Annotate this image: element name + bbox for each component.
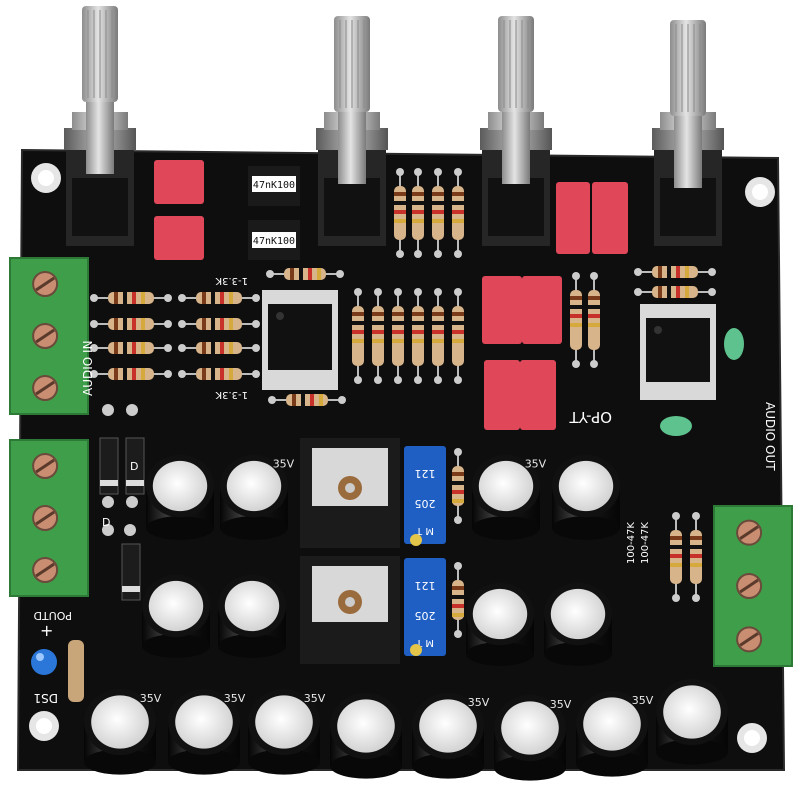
resistor [452,562,464,638]
resistor [266,268,344,280]
resistor [90,368,172,380]
resistor [178,368,260,380]
label-plus: + [40,621,53,640]
film-cap-label-1: 47nK100 [253,180,295,191]
label-audio-in: AUDIO IN [81,340,95,396]
audio-in-terminal [9,257,89,415]
resistor [372,288,384,384]
trimpots: 121 205 M T 121 205 M T [404,446,446,656]
resistor [452,288,464,384]
capacitor-voltage-label: 35V [304,692,326,705]
power-led [31,640,84,702]
capacitor-voltage-label: 35V [224,692,246,705]
electrolytic-capacitors: 35V 35V 35V 35V 35V 35V 35V 35V [84,454,728,781]
label-power: POUTD [33,609,72,622]
mounting-holes [29,163,775,753]
electrolytic-capacitor: 35V [168,688,246,775]
silkscreen-labels: AUDIO IN POUTD DS1 + AUDIO OUT OP-YT 1-3… [33,275,777,705]
resistor [432,288,444,384]
audio-out-terminal [713,505,793,667]
resistor [452,168,464,258]
film-cap-labels: 47nK100 47nK100 [248,166,300,260]
electrolytic-capacitor [218,574,286,658]
resistor [178,292,260,304]
resistor [392,288,404,384]
resistor [352,288,364,384]
electrolytic-capacitor: 35V [84,688,162,775]
resistors [90,168,716,638]
label-range-right-1: 100-47K [626,522,637,564]
capacitor-voltage-label: 35V [632,694,654,707]
resistor [670,512,682,602]
label-diode-2: D [130,460,138,473]
svg-text:121: 121 [415,579,436,592]
electrolytic-capacitor [552,454,620,540]
resistor [452,448,464,524]
electrolytic-capacitor [466,582,534,666]
resistor [412,168,424,258]
svg-text:205: 205 [415,609,436,622]
opamp-chips [262,290,716,400]
svg-text:121: 121 [415,467,436,480]
resistor [634,286,716,298]
resistor [432,168,444,258]
electrolytic-capacitor: 35V [472,454,547,540]
potentiometer-1 [64,6,136,246]
svg-text:M T: M T [415,525,434,536]
electrolytic-capacitor [146,454,214,540]
resistor [412,288,424,384]
resistor [588,272,600,368]
film-cap-label-2: 47nK100 [253,236,295,247]
svg-text:205: 205 [415,497,436,510]
electrolytic-capacitor: 35V [576,690,654,777]
potentiometers [64,6,724,246]
resistor [690,512,702,602]
label-diode-1: D [102,516,110,529]
ceramic-capacitors [660,328,744,436]
capacitor-voltage-label: 35V [140,692,162,705]
resistor [394,168,406,258]
resistor [178,342,260,354]
potentiometer-3 [480,16,552,246]
film-capacitors [154,160,628,430]
capacitor-voltage-label: 35V [550,698,572,711]
capacitor-voltage-label: 35V [468,696,490,709]
label-opamp: OP-YT [569,408,612,426]
electrolytic-capacitor: 35V [220,454,295,540]
diodes [99,404,145,601]
electrolytic-capacitor: 35V [494,694,572,781]
svg-text:M T: M T [415,637,434,648]
resistor [634,266,716,278]
voltage-regulators [300,438,400,664]
capacitor-voltage-label: 35V [273,457,295,470]
label-led: DS1 [34,691,59,705]
resistor [90,318,172,330]
resistor [90,292,172,304]
label-audio-out: AUDIO OUT [763,402,777,471]
label-range-left-bottom: 1-3.3K [215,389,248,400]
potentiometer-2 [316,16,388,246]
electrolytic-capacitor: 35V [248,688,326,775]
resistor [90,342,172,354]
capacitor-voltage-label: 35V [525,457,547,470]
resistor [570,272,582,368]
electrolytic-capacitor [330,692,402,779]
resistor [178,318,260,330]
electrolytic-capacitor [656,678,728,765]
electrolytic-capacitor: 35V [412,692,490,779]
resistor [268,394,346,406]
label-range-right-2: 100-47K [640,522,651,564]
screw-terminals [9,257,793,667]
power-terminal [9,439,89,597]
electrolytic-capacitor [544,582,612,666]
label-range-left-top: 1-3.3K [215,275,248,286]
electrolytic-capacitor [142,574,210,658]
potentiometer-4 [652,20,724,246]
